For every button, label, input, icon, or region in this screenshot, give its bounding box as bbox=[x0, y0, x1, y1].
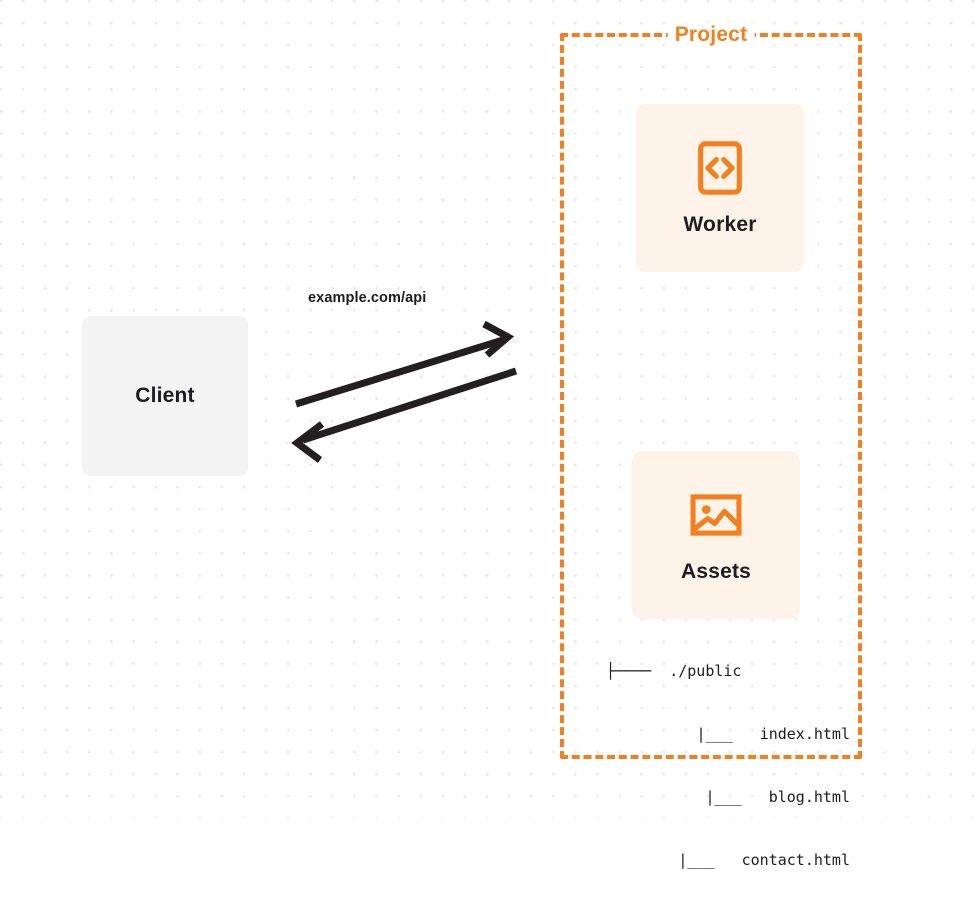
file-tree-row: |___ contact.html bbox=[606, 850, 850, 871]
file-tree-child-prefix: |___ bbox=[678, 851, 715, 869]
node-worker[interactable]: Worker bbox=[636, 104, 804, 272]
arrow-response-head bbox=[291, 421, 325, 463]
file-tree-root-label: ./public bbox=[669, 662, 742, 680]
file-tree-row: |___ index.html bbox=[606, 724, 850, 745]
diagram-canvas: Client example.com/api Project Worker bbox=[0, 0, 980, 869]
project-container: Project Worker Assets ├──── ./public |__… bbox=[560, 23, 862, 869]
file-tree-entry-label: blog.html bbox=[768, 788, 850, 806]
arrow-request-line bbox=[294, 336, 505, 408]
node-client[interactable]: Client bbox=[82, 316, 248, 476]
assets-file-tree: ├──── ./public |___ index.html |___ blog… bbox=[606, 619, 850, 913]
edge-label-api: example.com/api bbox=[308, 290, 427, 306]
file-tree-entry-label: contact.html bbox=[741, 851, 850, 869]
file-tree-child-prefix: |___ bbox=[705, 788, 742, 806]
code-brackets-icon bbox=[698, 141, 742, 195]
file-tree-child-prefix: |___ bbox=[696, 725, 733, 743]
project-title: Project bbox=[667, 23, 755, 47]
file-tree-row: |___ blog.html bbox=[606, 787, 851, 808]
arrow-response-line bbox=[301, 367, 518, 444]
file-tree-entry-label: index.html bbox=[759, 725, 850, 743]
node-client-label: Client bbox=[135, 384, 195, 407]
image-icon bbox=[690, 494, 742, 536]
node-assets-label: Assets bbox=[680, 560, 752, 583]
file-tree-root-prefix: ├──── bbox=[606, 662, 652, 680]
arrow-request-head bbox=[482, 320, 515, 358]
node-worker-label: Worker bbox=[683, 213, 757, 236]
file-tree-root-row: ├──── ./public bbox=[606, 661, 850, 682]
node-assets[interactable]: Assets bbox=[632, 451, 800, 619]
